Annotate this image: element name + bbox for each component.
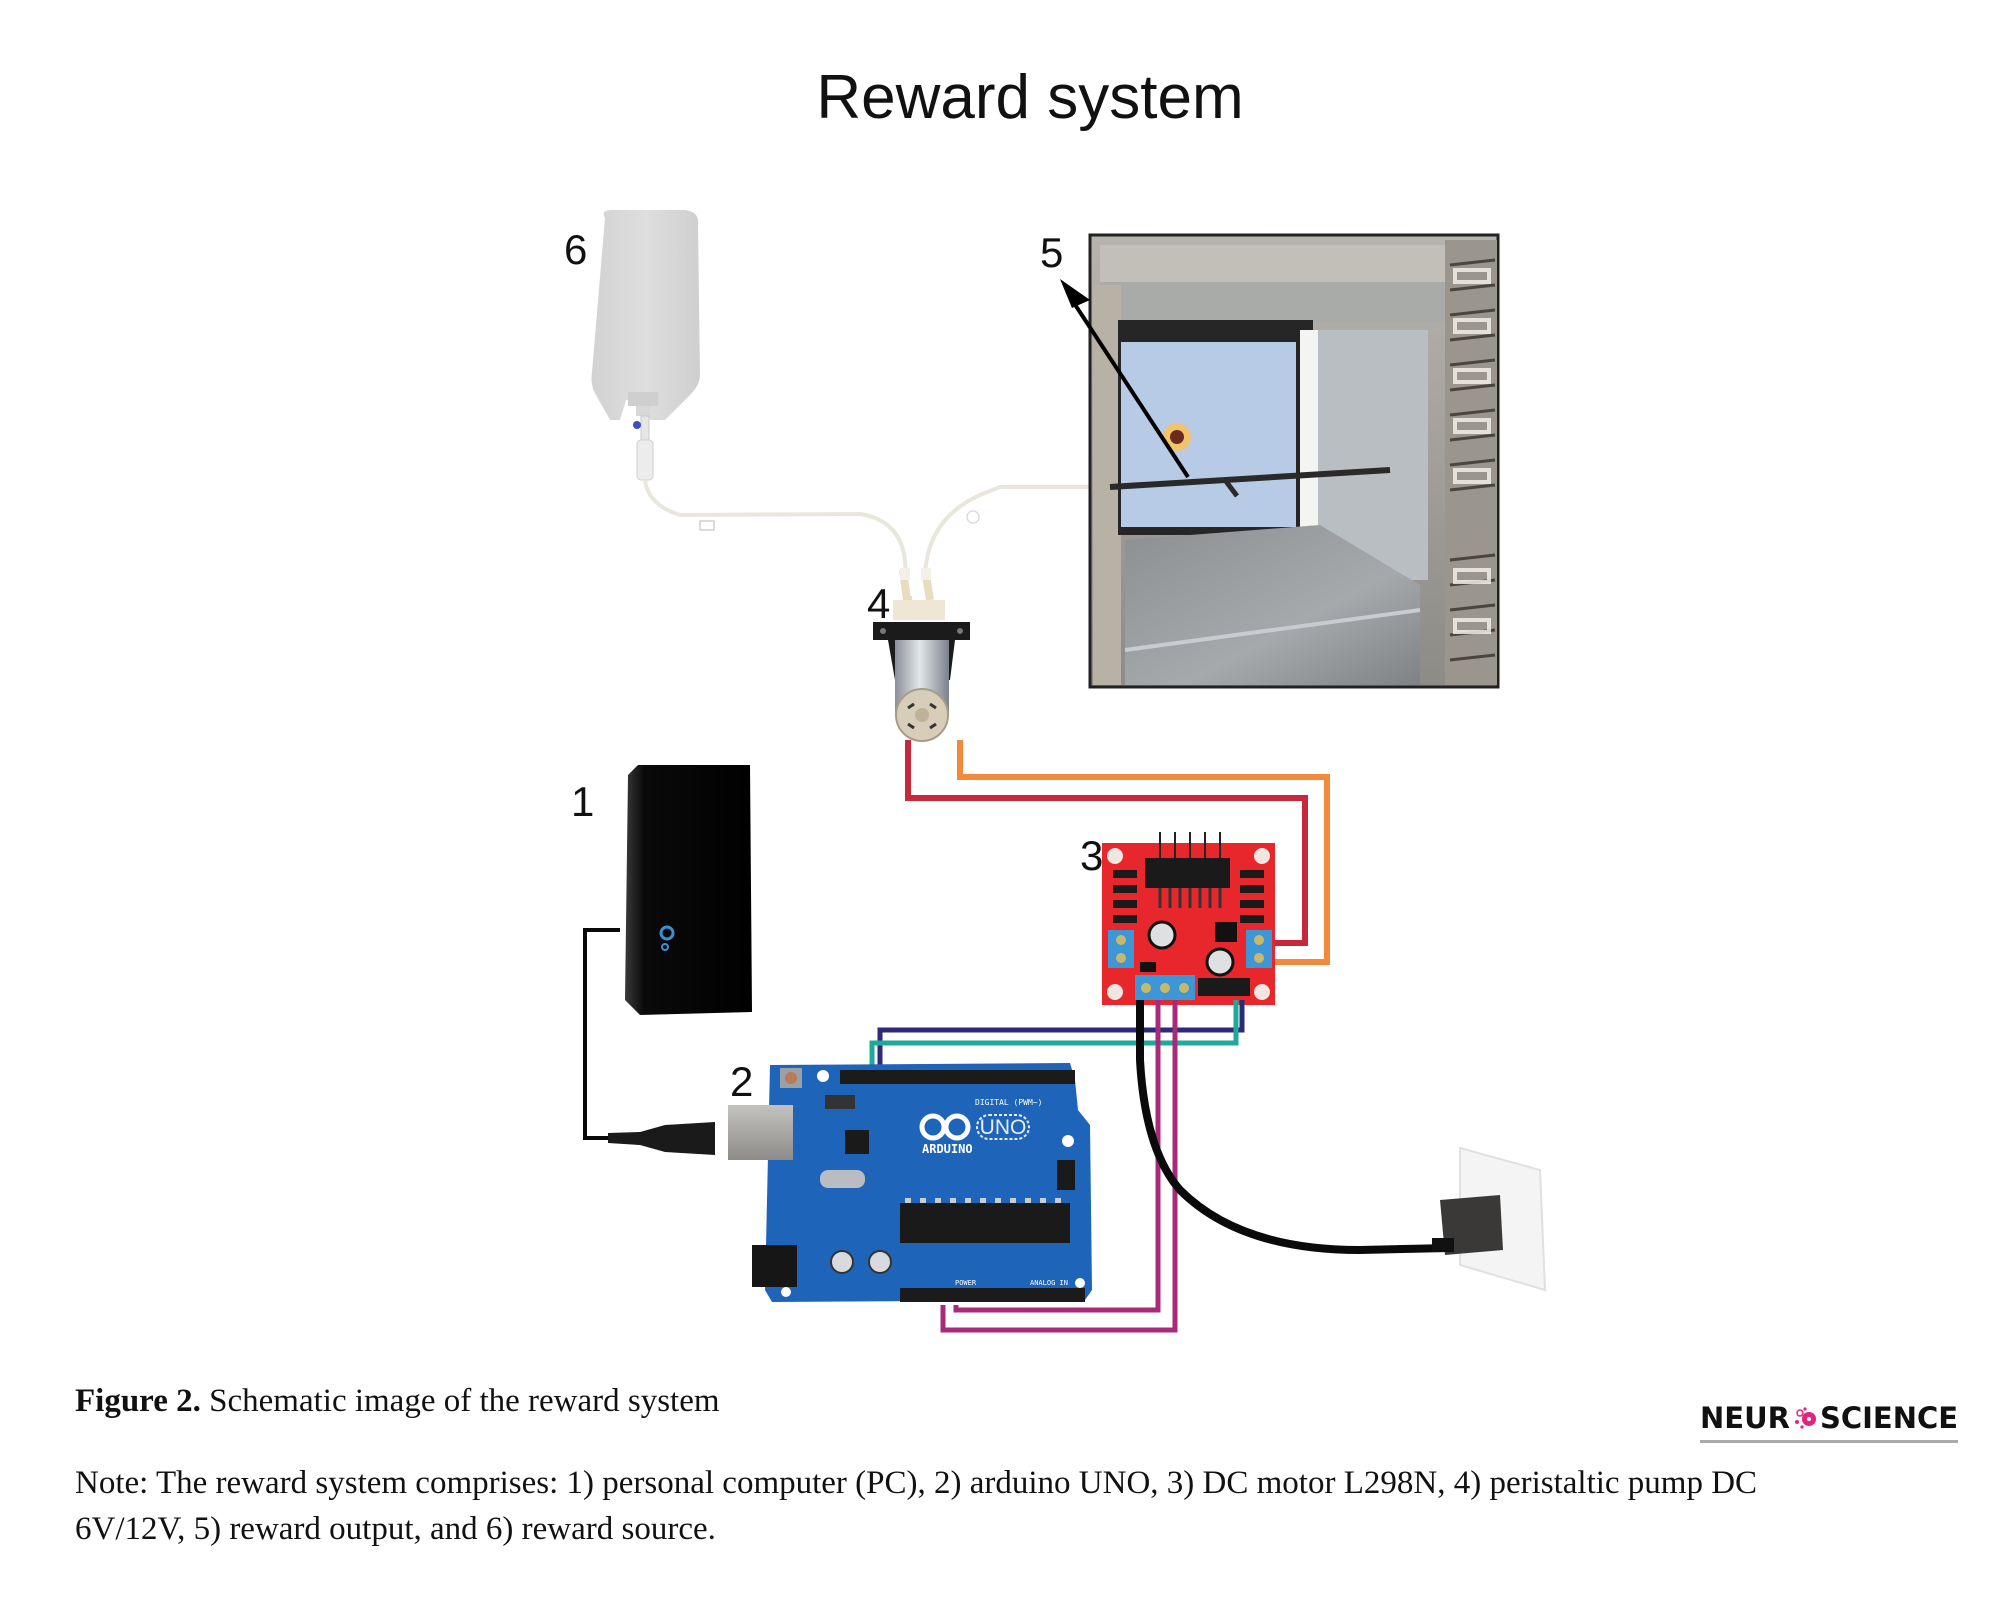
figure-title: Reward system [816, 63, 1244, 132]
output-pointer-arrow [1060, 279, 1190, 479]
power-header-label: POWER [955, 1279, 977, 1287]
label-driver: 3 [1080, 832, 1103, 879]
logo-text-left: NEUR [1700, 1401, 1790, 1435]
journal-logo: NEUR SCIENCE [1700, 1398, 1959, 1443]
personal-computer [625, 765, 752, 1015]
power-cable [1136, 1000, 1451, 1255]
figure-note-line-2: 6V/12V, 5) reward output, and 6) reward … [75, 1511, 716, 1547]
label-pump: 4 [867, 580, 890, 627]
digital-header-label: DIGITAL (PWM~) [975, 1098, 1042, 1107]
figure-caption-text: Schematic image of the reward system [200, 1383, 720, 1419]
power-button-icon [659, 925, 675, 941]
label-arduino: 2 [730, 1058, 753, 1105]
reward-output-photo [1088, 233, 1500, 689]
neuron-icon [1794, 1407, 1816, 1429]
label-reward-source: 6 [564, 226, 587, 273]
usb-cable [583, 928, 715, 1155]
analog-header-label: ANALOG IN [1030, 1279, 1068, 1287]
arduino-brand: ARDUINO [922, 1142, 973, 1156]
arduino-logo-icon [919, 1113, 971, 1141]
figure-number: Figure 2. [75, 1383, 201, 1419]
arduino-model: UNO [980, 1116, 1027, 1139]
l298n-driver-board [1102, 832, 1275, 1005]
label-reward-output: 5 [1040, 229, 1063, 276]
reward-source-bottle [591, 210, 1090, 581]
arduino-uno-board: UNO ARDUINO DIGITAL (PWM~) POWER ANALOG … [728, 1063, 1092, 1302]
peristaltic-pump [873, 568, 970, 742]
label-pc: 1 [571, 778, 594, 825]
wall-socket [1432, 1146, 1547, 1292]
logo-text-right: SCIENCE [1819, 1401, 1959, 1435]
pump-wires [905, 740, 1330, 965]
signal-wires [869, 1000, 1245, 1065]
valve-icon [633, 421, 641, 429]
figure-caption: Figure 2. Schematic image of the reward … [75, 1383, 720, 1420]
figure-note-line-1: Note: The reward system comprises: 1) pe… [75, 1465, 1758, 1501]
